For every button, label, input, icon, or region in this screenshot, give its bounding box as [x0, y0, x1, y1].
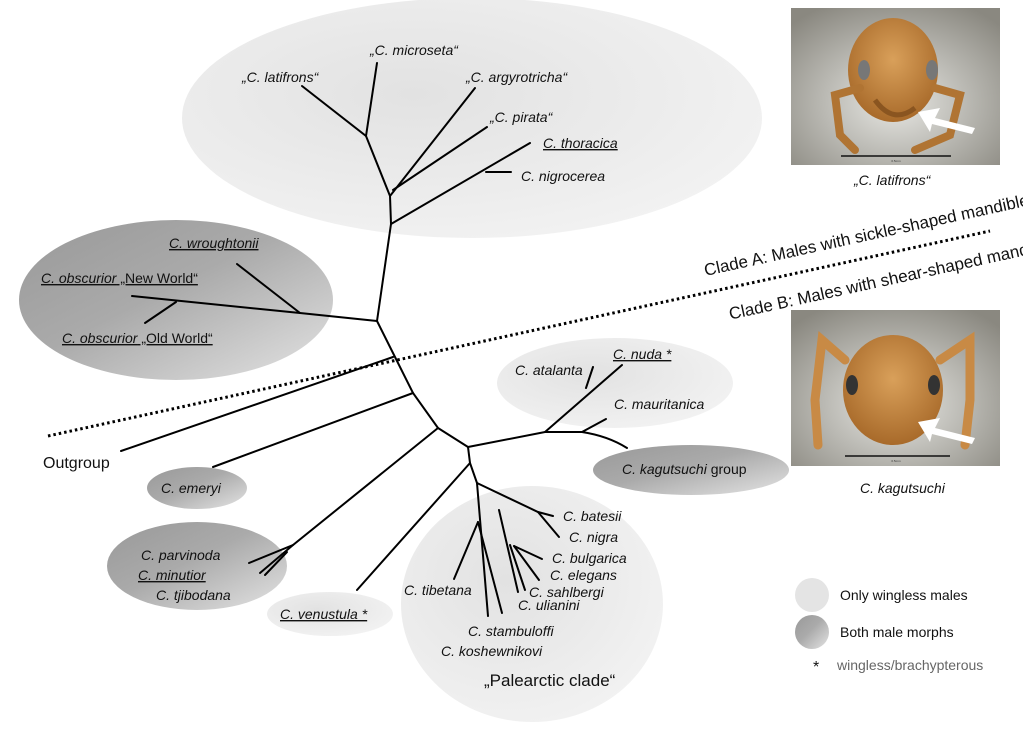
legend-star-icon: * — [813, 659, 819, 676]
taxon-obscurior-old-world: C. obscurior „Old World“ — [62, 330, 213, 346]
taxon-koshewnikovi: C. koshewnikovi — [441, 643, 543, 659]
taxon-nigrocerea: C. nigrocerea — [521, 168, 605, 184]
taxon-venustula: C. venustula * — [280, 606, 368, 622]
taxon-atalanta: C. atalanta — [515, 362, 583, 378]
taxon-emeryi: C. emeryi — [161, 480, 222, 496]
taxon-kagutsuchi-group: C. kagutsuchi group — [622, 461, 747, 477]
clade-ellipse-kagutsuchi-group — [593, 445, 789, 495]
taxon-pirata: „C. pirata“ — [489, 109, 554, 125]
photo-caption-kagutsuchi: C. kagutsuchi — [860, 480, 946, 496]
clade-ellipse-atalanta-group — [497, 338, 733, 428]
taxon-ulianini: C. ulianini — [518, 597, 580, 613]
legend-label-wingless: Only wingless males — [840, 587, 968, 603]
palearctic-clade-label: „Palearctic clade“ — [484, 671, 616, 690]
clade-ellipse-palearctic — [401, 486, 663, 722]
clade-separator-line — [47, 229, 991, 438]
svg-text:0.5mm: 0.5mm — [891, 459, 901, 463]
taxon-nuda: C. nuda * — [613, 346, 672, 362]
taxon-bulgarica: C. bulgarica — [552, 550, 627, 566]
taxon-elegans: C. elegans — [550, 567, 617, 583]
photo-kagutsuchi-head: 0.5mm — [791, 310, 1000, 466]
taxon-tibetana: C. tibetana — [404, 582, 472, 598]
taxon-argyrotricha: „C. argyrotricha“ — [465, 69, 568, 85]
taxon-minutior: C. minutior — [138, 567, 207, 583]
legend: Only wingless males Both male morphs * w… — [795, 578, 983, 676]
clade-ellipse-venustula — [267, 592, 393, 636]
taxon-tjibodana: C. tjibodana — [156, 587, 231, 603]
taxon-obscurior-new-world: C. obscurior „New World“ — [41, 270, 198, 286]
taxon-stambuloffi: C. stambuloffi — [468, 623, 554, 639]
legend-swatch-both — [795, 615, 829, 649]
tree-branches — [120, 62, 628, 617]
taxon-wroughtonii: C. wroughtonii — [169, 235, 259, 251]
clade-ellipse-latifrons-group — [182, 0, 762, 238]
legend-label-star: wingless/brachypterous — [836, 657, 983, 673]
taxon-thoracica: C. thoracica — [543, 135, 618, 151]
taxon-latifrons: „C. latifrons“ — [241, 69, 320, 85]
taxon-mauritanica: C. mauritanica — [614, 396, 704, 412]
taxon-nigra: C. nigra — [569, 529, 618, 545]
taxon-sahlbergi: C. sahlbergi — [529, 584, 605, 600]
photo-latifrons-head: 0.5mm — [791, 8, 1000, 165]
svg-text:0.5mm: 0.5mm — [891, 159, 901, 163]
taxon-batesii: C. batesii — [563, 508, 622, 524]
taxon-microseta: „C. microseta“ — [369, 42, 459, 58]
legend-label-both: Both male morphs — [840, 624, 954, 640]
taxon-parvinoda: C. parvinoda — [141, 547, 221, 563]
clade-ellipse-parvinoda-group — [107, 522, 287, 610]
taxon-outgroup: Outgroup — [43, 455, 110, 472]
photo-caption-latifrons: „C. latifrons“ — [853, 172, 932, 188]
legend-swatch-wingless — [795, 578, 829, 612]
clade-ellipse-emeryi — [147, 467, 247, 509]
